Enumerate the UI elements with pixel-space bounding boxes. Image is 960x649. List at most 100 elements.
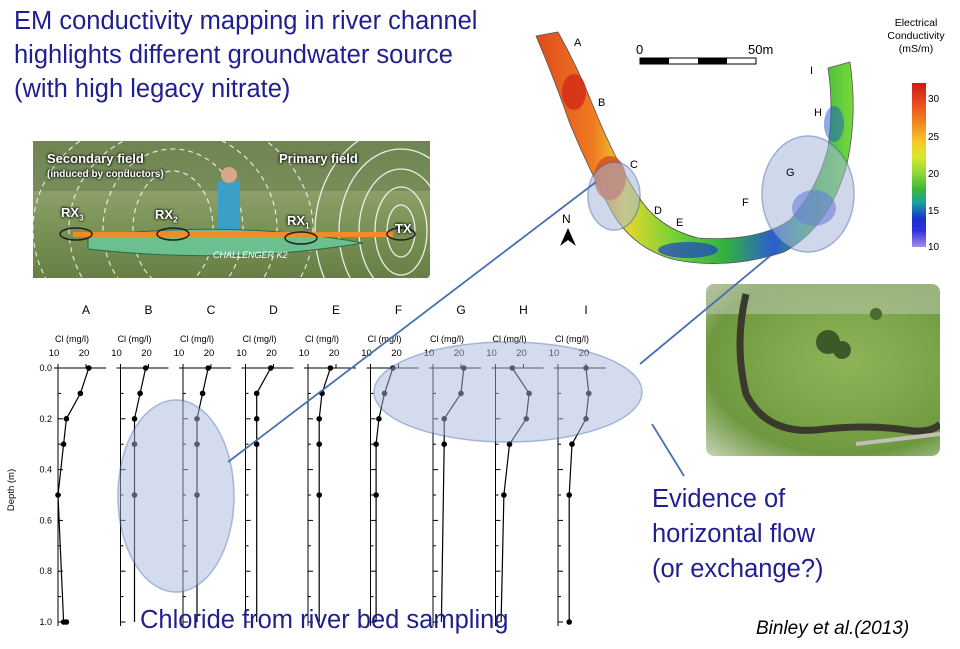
colorbar-title-line2: Conductivity — [887, 30, 945, 42]
colorbar-title: Electrical Conductivity (mS/m) — [880, 17, 952, 56]
colorbar-title-line3: (mS/m) — [898, 43, 934, 55]
depth-tick-label: 1.0 — [39, 617, 52, 627]
title-line-3: (with high legacy nitrate) — [14, 75, 291, 103]
rx1-label: RX1 — [287, 213, 310, 231]
profile-point — [376, 416, 382, 422]
profile-point — [267, 365, 274, 371]
rx1-marker — [284, 231, 318, 245]
profile-point — [569, 441, 575, 447]
chloride-caption: Chloride from river bed sampling — [140, 606, 509, 634]
cl-tick-label: 10 — [111, 348, 122, 359]
profile-site-label: G — [456, 303, 465, 317]
map-site-label: I — [810, 65, 813, 77]
rx3-marker — [59, 227, 93, 241]
cl-tick-label: 20 — [391, 348, 402, 359]
profile-point — [327, 365, 334, 371]
low-conductivity-patch-h — [824, 106, 844, 142]
profile-site-label: H — [519, 303, 528, 317]
profile-point — [373, 492, 379, 498]
cl-axis-label: Cl (mg/l) — [180, 334, 214, 344]
profile-point — [253, 390, 260, 397]
depth-axis-label: Depth (m) — [6, 469, 17, 511]
cl-tick-label: 10 — [299, 348, 310, 359]
scale-bar — [639, 57, 757, 65]
depth-tick-label: 0.6 — [39, 515, 52, 525]
profile-point — [506, 441, 513, 447]
profile-point — [205, 365, 211, 371]
citation: Binley et al.(2013) — [756, 618, 910, 639]
highlight-ellipse-fgh — [373, 341, 643, 443]
kayak-text: CHALLENGER K2 — [213, 250, 288, 260]
cl-axis-label: Cl (mg/l) — [243, 334, 277, 344]
profile-point — [566, 619, 572, 625]
depth-tick-label: 0.2 — [39, 414, 52, 424]
profile-point — [86, 365, 92, 371]
profile-point — [131, 416, 138, 422]
aerial-photo-svg — [706, 284, 940, 446]
profile-point — [316, 441, 323, 447]
low-conductivity-patch-e — [658, 242, 718, 258]
connector-g-to-fgh — [639, 255, 771, 365]
cl-axis-label: Cl (mg/l) — [493, 334, 527, 344]
highlight-ellipse-bc — [117, 399, 235, 593]
map-site-label: G — [786, 167, 795, 179]
connector-evidence — [651, 423, 685, 477]
profile-point — [63, 619, 70, 625]
cl-tick-label: 10 — [236, 348, 247, 359]
evidence-line3: (or exchange?) — [652, 555, 824, 583]
em-instrument-tube — [73, 232, 393, 237]
cl-tick-label: 10 — [361, 348, 372, 359]
high-conductivity-patch-a — [562, 74, 586, 110]
map-site-label: C — [630, 159, 638, 171]
profile-site-label: I — [584, 303, 587, 317]
map-site-label: B — [598, 97, 605, 109]
rx2-marker — [156, 227, 190, 241]
evidence-line2: horizontal flow — [652, 520, 815, 548]
tx-label: TX — [395, 221, 412, 236]
depth-tick-label: 0.4 — [39, 465, 52, 475]
tx-marker — [386, 227, 416, 241]
cl-tick-label: 10 — [174, 348, 185, 359]
aerial-photo — [706, 284, 940, 456]
cl-tick-label: 20 — [79, 348, 90, 359]
profile-point — [60, 441, 67, 447]
map-site-label: H — [814, 107, 822, 119]
profile-site-label: D — [269, 303, 278, 317]
cl-axis-label: Cl (mg/l) — [305, 334, 339, 344]
profile-point — [199, 390, 206, 397]
profile-point — [55, 492, 61, 498]
profile-point — [373, 441, 379, 447]
profile-site-label: E — [332, 303, 340, 317]
profile-point — [253, 416, 260, 422]
cl-tick-label: 20 — [266, 348, 277, 359]
profile-site-label: C — [207, 303, 216, 317]
cl-tick-label: 10 — [49, 348, 60, 359]
connector-c-to-bc — [227, 181, 597, 463]
colorbar — [912, 83, 926, 247]
person-head — [221, 167, 237, 183]
profile-point — [316, 492, 323, 498]
colorbar-tick-30: 30 — [928, 94, 940, 105]
secondary-field-sublabel: (induced by conductors) — [47, 169, 164, 180]
profile-point — [441, 441, 448, 447]
field-photo: CHALLENGER K2 Secondary field (induced b… — [33, 141, 430, 278]
profile-point — [253, 441, 260, 447]
cl-axis-label: Cl (mg/l) — [368, 334, 402, 344]
primary-field-lines — [314, 141, 430, 278]
depth-tick-label: 0.8 — [39, 566, 52, 576]
colorbar-tick-15: 15 — [928, 206, 940, 217]
title-line-2: highlights different groundwater source — [14, 41, 453, 69]
profile-point — [63, 416, 70, 422]
field-lines-svg: CHALLENGER K2 — [33, 141, 430, 278]
colorbar-tick-20: 20 — [928, 169, 940, 180]
colorbar-tick-25: 25 — [928, 132, 940, 143]
map-site-label: A — [574, 37, 582, 49]
profile-point — [77, 390, 84, 397]
profile-point — [142, 365, 149, 371]
secondary-field-label: Secondary field — [47, 151, 144, 166]
cl-axis-label: Cl (mg/l) — [118, 334, 152, 344]
cl-tick-label: 20 — [329, 348, 340, 359]
